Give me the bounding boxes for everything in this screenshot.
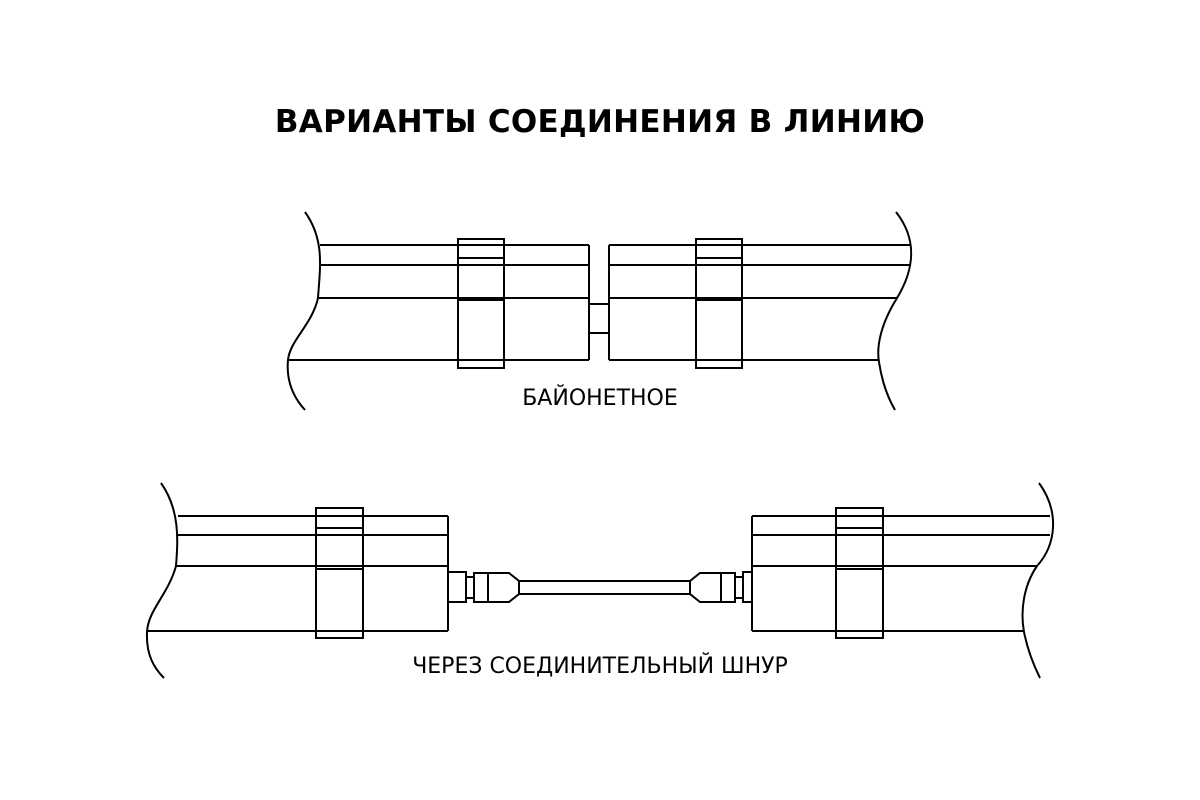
left-fixture-clamp	[315, 507, 364, 639]
cord-caption: ЧЕРЕЗ СОЕДИНИТЕЛЬНЫЙ ШНУР	[412, 654, 788, 679]
left-fixture	[147, 507, 449, 639]
left-cord-connector	[447, 571, 520, 603]
right-fixture-clamp	[835, 507, 884, 639]
right-fixture	[751, 507, 1050, 639]
right-cord-connector	[689, 571, 753, 603]
right-fixture	[608, 238, 910, 369]
left-fixture-break-line	[145, 482, 179, 679]
left-fixture-break-line	[286, 211, 322, 411]
left-fixture	[288, 238, 590, 369]
page-title: ВАРИАНТЫ СОЕДИНЕНИЯ В ЛИНИЮ	[274, 104, 926, 140]
bayonet-joint	[588, 303, 610, 334]
right-fixture-break-line	[877, 211, 913, 411]
right-fixture-clamp	[695, 238, 743, 369]
cord-connection	[145, 482, 1054, 679]
bayonet-connection	[286, 211, 913, 411]
bayonet-caption: БАЙОНЕТНОЕ	[522, 386, 678, 411]
left-fixture-clamp	[457, 238, 505, 369]
right-fixture-break-line	[1021, 482, 1054, 679]
